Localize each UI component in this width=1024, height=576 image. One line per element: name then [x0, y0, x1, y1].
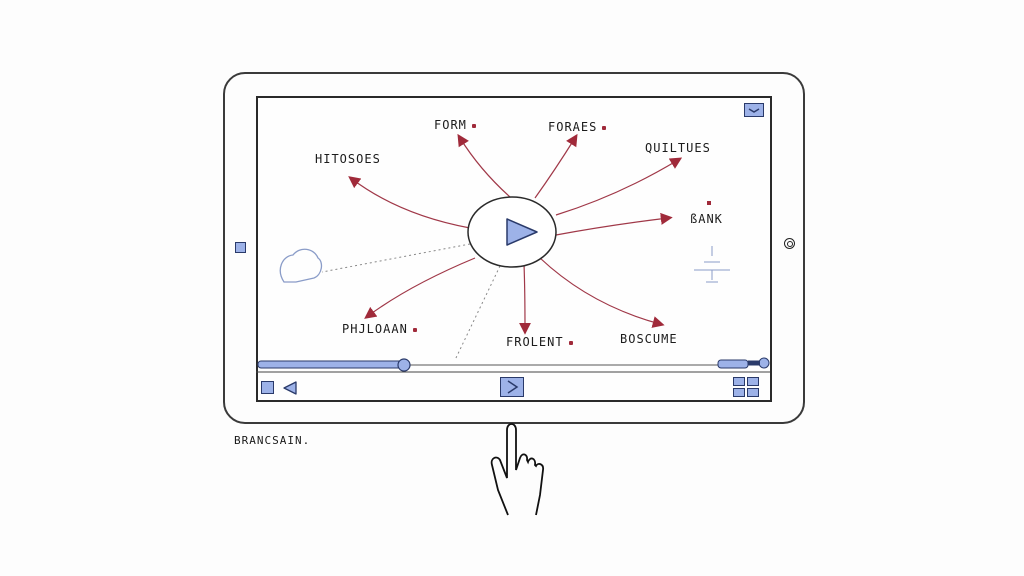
next-button[interactable] [500, 377, 524, 397]
marker-dot [707, 201, 711, 205]
seek-bar[interactable] [258, 358, 718, 372]
cloud-icon[interactable] [276, 246, 326, 286]
branch-label-boscume[interactable]: BOSCUME [620, 332, 678, 346]
branch-label-hitosoes[interactable]: HITOSOES [315, 152, 381, 166]
grid-icon [733, 377, 745, 386]
branch-label-phjloaan[interactable]: PHJLOAAN [342, 322, 417, 336]
home-button[interactable] [235, 242, 246, 253]
branch-label-frolent[interactable]: FROLENT [506, 335, 573, 349]
play-button[interactable] [496, 214, 540, 248]
branch-label-quiltues[interactable]: QUILTUES [645, 141, 711, 155]
next-icon [507, 380, 519, 394]
grid-button[interactable] [733, 377, 759, 398]
power-button[interactable] [784, 238, 795, 249]
stop-button[interactable] [261, 381, 274, 394]
seek-handle[interactable] [398, 359, 410, 371]
branch-label-foraes[interactable]: FORAES [548, 120, 607, 134]
volume-slider[interactable] [718, 357, 770, 371]
rewind-icon [283, 381, 297, 395]
rewind-button[interactable] [282, 380, 298, 396]
branch-label-form[interactable]: FORM [434, 118, 476, 132]
device-caption: BRANCSAIN. [234, 434, 311, 447]
pointing-hand-icon [488, 420, 548, 518]
dropdown-button[interactable] [744, 103, 764, 117]
branch-label-bank[interactable]: ßANK [690, 212, 723, 226]
play-icon [506, 218, 538, 246]
network-icon[interactable] [690, 244, 734, 286]
chevron-down-icon [748, 108, 760, 113]
